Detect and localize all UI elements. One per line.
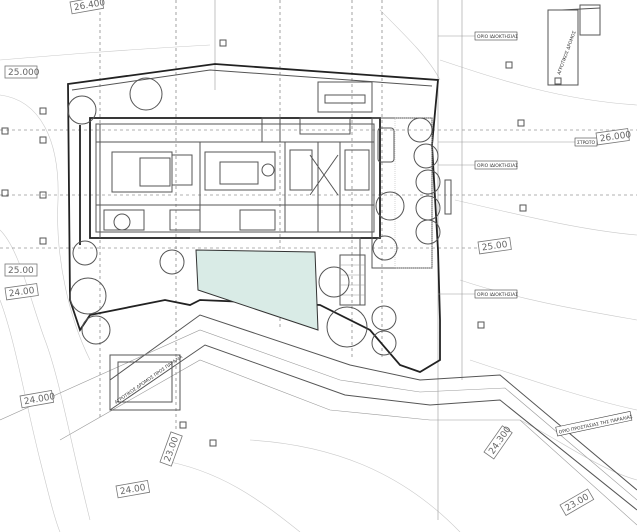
boundary-label-2: ΟΡΙΟ ΙΔΙΟΚΤΗΣΙΑΣ — [438, 160, 518, 170]
svg-text:24.00: 24.00 — [8, 286, 35, 300]
trees — [67, 77, 441, 356]
boundary-label-1: ΟΡΙΟ ΙΔΙΟΚΤΗΣΙΑΣ — [438, 31, 518, 41]
level-mark: 24.300 — [483, 425, 514, 460]
level-mark: 26.400 — [69, 0, 106, 15]
svg-text:25.000: 25.000 — [8, 68, 40, 78]
level-marks: 26.400 25.000 26.000 25.00 25.00 24.00 2… — [4, 0, 632, 516]
road-annotations — [109, 4, 601, 411]
level-mark: 25.00 — [4, 263, 38, 277]
svg-text:26.400: 26.400 — [73, 0, 106, 13]
boundary-label-text: ΟΡΙΟ ΙΔΙΟΚΤΗΣΙΑΣ — [477, 292, 518, 298]
boundary-label-text: ΟΡΙΟ ΙΔΙΟΚΤΗΣΙΑΣ — [477, 163, 518, 169]
level-mark: 25.00 — [477, 237, 512, 255]
plot-boundary — [67, 63, 441, 373]
section-markers — [1, 39, 562, 447]
svg-text:25.00: 25.00 — [8, 266, 34, 276]
svg-text:24.00: 24.00 — [119, 483, 146, 497]
level-mark: 23.00 — [159, 431, 183, 467]
building-plan — [79, 81, 381, 245]
level-mark: 26.000 — [595, 128, 632, 146]
boundary-label-3: ΟΡΙΟ ΙΔΙΟΚΤΗΣΙΑΣ — [438, 289, 518, 299]
road-note-bottom: ΑΓΡΟΤΙΚΟΣ ΔΡΟΜΟΣ ΠΡΟΣ ΠΑΡΑΛΙΑ — [114, 354, 185, 406]
level-mark: 24.00 — [4, 283, 39, 301]
boundary-label-text: ΟΡΙΟ ΙΔΙΟΚΤΗΣΙΑΣ — [477, 34, 518, 40]
small-tag-text: ΣΤΡΩΤΟ — [577, 140, 595, 146]
svg-text:25.00: 25.00 — [481, 240, 508, 254]
access-road — [0, 314, 637, 526]
svg-text:26.000: 26.000 — [599, 130, 632, 144]
level-mark: 23.00 — [559, 488, 595, 516]
pool-area — [190, 237, 366, 331]
level-mark: 24.000 — [19, 389, 56, 409]
level-mark: 24.00 — [115, 479, 151, 499]
road-note-top: ΑΓΡΟΤΙΚΟΣ ΔΡΟΜΟΣ — [556, 30, 578, 76]
boundary-label-4: ΟΡΙΟ ΠΡΟΣΤΑΣΙΑΣ ΤΗΣ ΠΑΡΑΛΙΑΣ — [555, 411, 633, 437]
level-mark: 25.000 — [4, 65, 40, 79]
pool — [195, 249, 319, 331]
